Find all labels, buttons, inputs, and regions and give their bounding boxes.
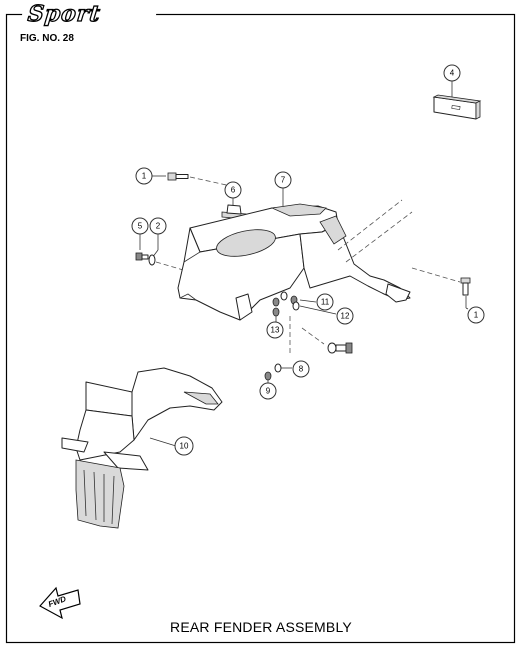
- page-title: REAR FENDER ASSEMBLY: [170, 619, 352, 635]
- svg-text:7: 7: [281, 176, 286, 185]
- svg-text:6: 6: [231, 186, 236, 195]
- svg-text:4: 4: [450, 69, 455, 78]
- callout-5: 5: [131, 217, 149, 235]
- callout-1-top: 1: [135, 167, 153, 185]
- callout-8: 8: [292, 360, 310, 378]
- callout-2: 2: [149, 217, 167, 235]
- svg-text:12: 12: [341, 312, 350, 321]
- svg-text:9: 9: [266, 387, 271, 396]
- part-bolt-right: [460, 277, 471, 308]
- part-bolt-top: [152, 172, 241, 189]
- callout-13: 13: [266, 321, 284, 339]
- callout-10: 10: [174, 436, 194, 456]
- guide-lines: [289, 199, 461, 356]
- svg-text:2: 2: [156, 222, 161, 231]
- part-washer-nut: [264, 363, 292, 384]
- callout-9: 9: [259, 382, 277, 400]
- callout-11: 11: [316, 293, 334, 311]
- svg-text:8: 8: [299, 365, 304, 374]
- part-bolt-lower: [327, 342, 353, 354]
- svg-text:1: 1: [142, 172, 147, 181]
- svg-text:5: 5: [138, 222, 143, 231]
- part-reflector: [432, 94, 482, 120]
- figure-number: FIG. NO. 28: [20, 33, 74, 44]
- svg-text:1: 1: [474, 311, 479, 320]
- callout-12: 12: [336, 307, 354, 325]
- callout-1-right: 1: [467, 306, 485, 324]
- svg-text:13: 13: [271, 326, 280, 335]
- part-rear-fender: [177, 203, 411, 321]
- part-small-fasteners: [272, 291, 337, 322]
- callout-6: 6: [224, 181, 242, 199]
- part-inner-liner: [61, 367, 223, 529]
- fwd-arrow-icon: [39, 586, 81, 620]
- page-border: [5, 13, 516, 644]
- callout-4: 4: [443, 64, 461, 82]
- svg-text:10: 10: [180, 442, 189, 451]
- brand-logo: Sport: [26, 0, 103, 27]
- callout-7: 7: [274, 171, 292, 189]
- part-bolt-washer: [135, 234, 191, 273]
- svg-text:11: 11: [321, 298, 330, 307]
